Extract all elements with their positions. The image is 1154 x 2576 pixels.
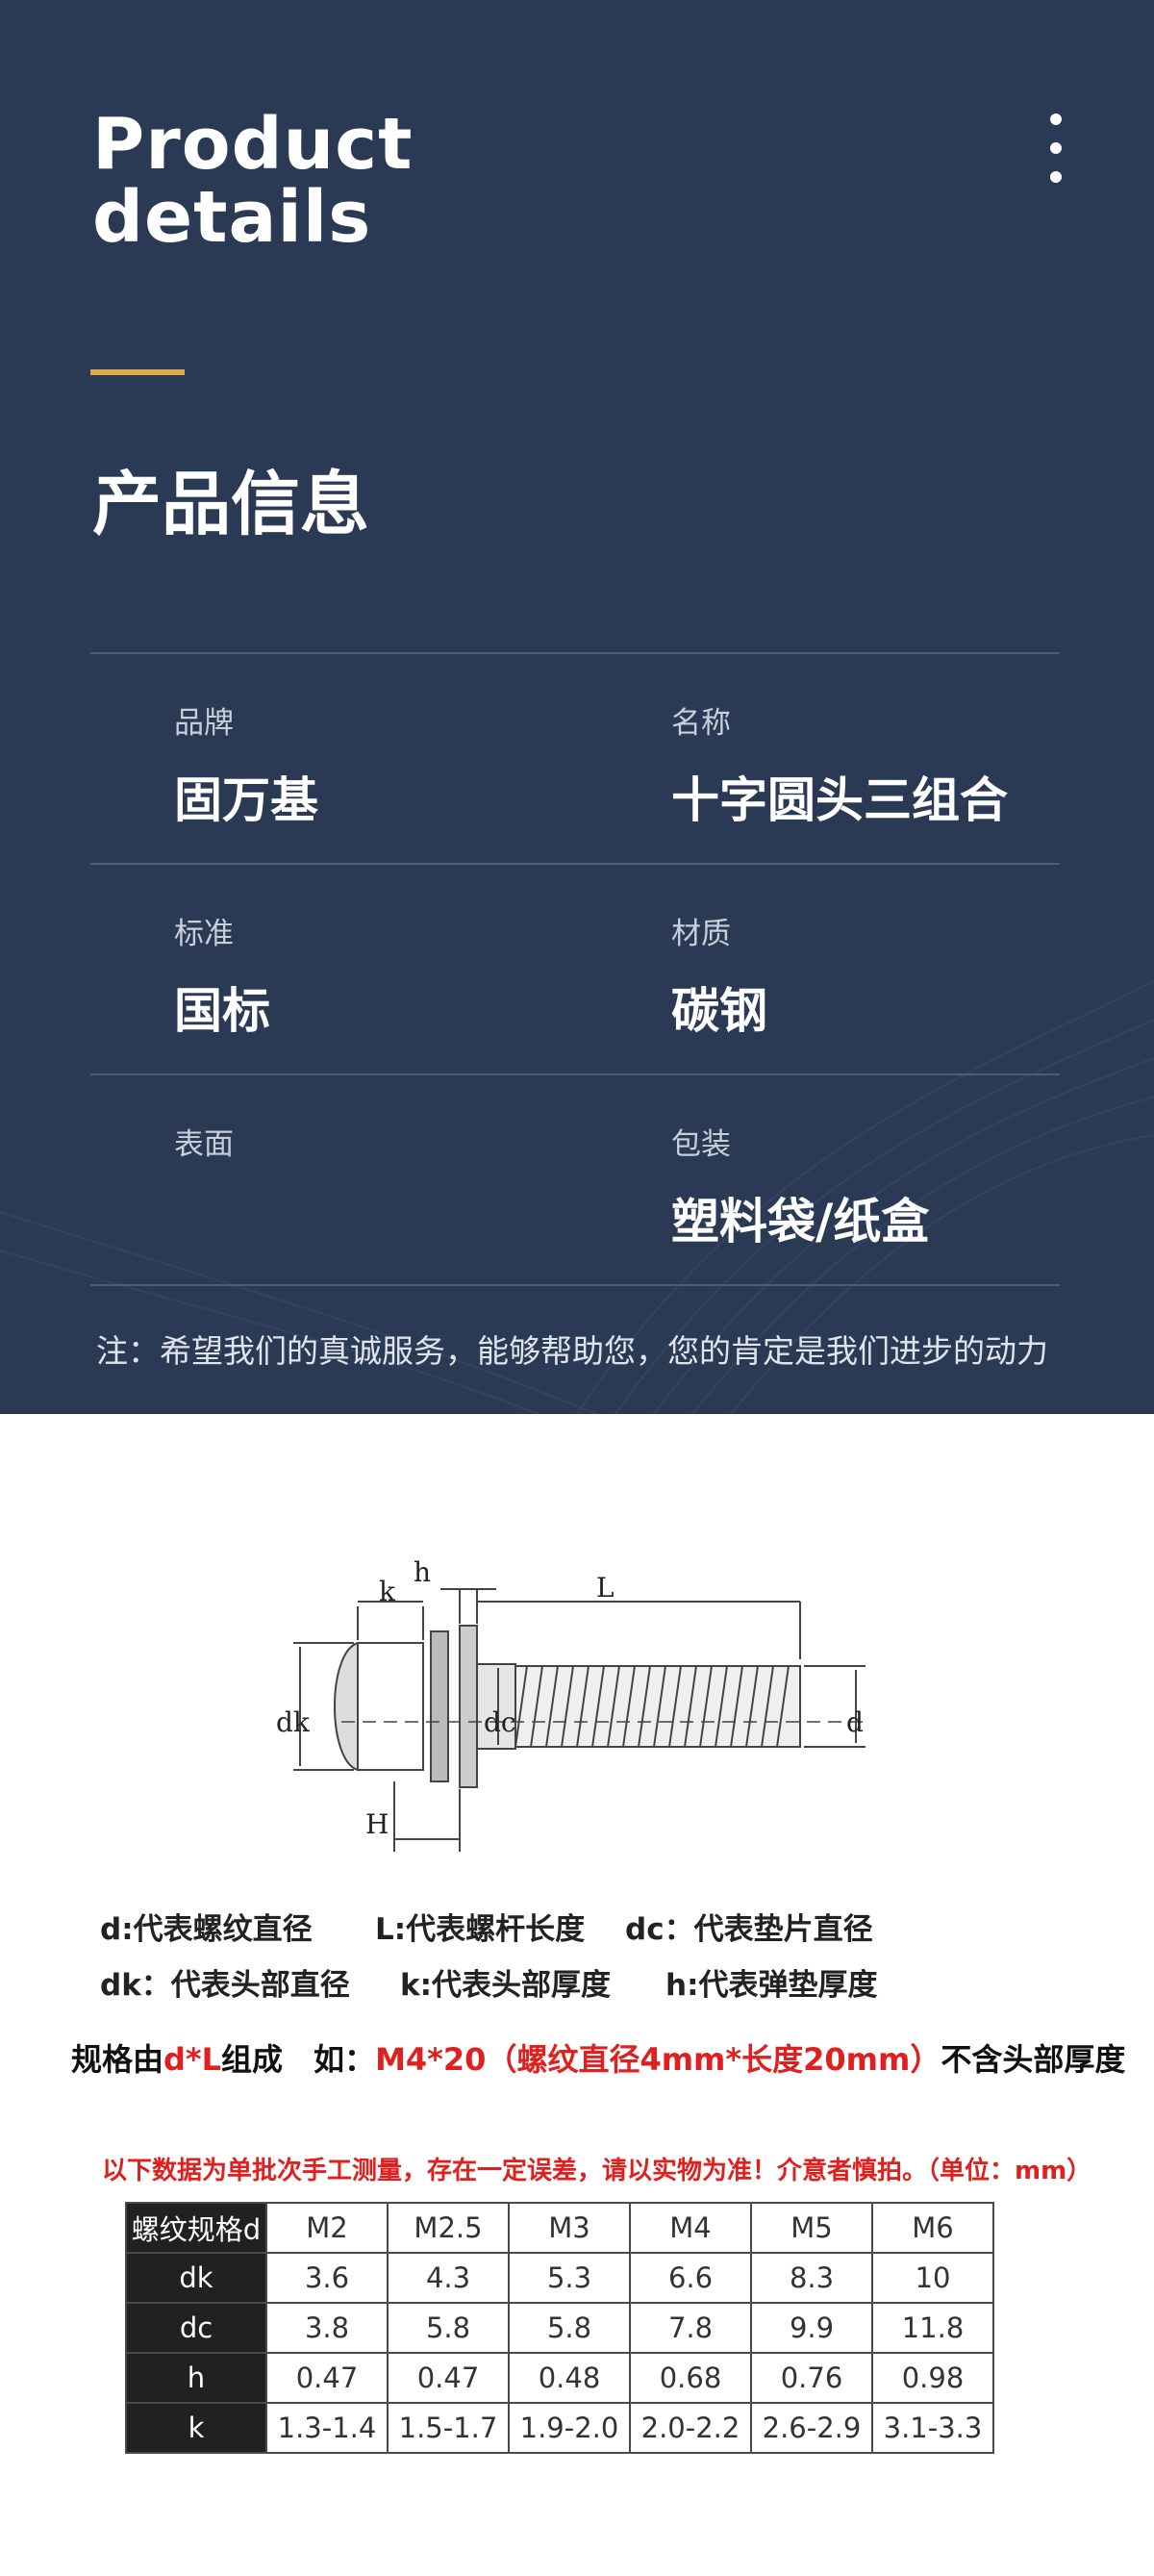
- row-label: h: [125, 2352, 267, 2404]
- spec-example: 规格由d*L组成 如：M4*20（螺纹直径4mm*长度20mm）不含头部厚度: [71, 2035, 1125, 2080]
- wave-background: [0, 0, 1154, 1414]
- info-label: 品牌: [174, 706, 234, 741]
- info-row: 品牌 固万基 名称 十字圆头三组合: [90, 652, 1060, 863]
- table-cell: 9.9: [750, 2302, 873, 2354]
- measurement-disclaimer: 以下数据为单批次手工测量，存在一定误差，请以实物为准！介意者慎拍。（单位：mm）: [102, 2157, 1092, 2185]
- page-title-cn: 产品信息: [92, 464, 370, 544]
- table-cell: 5.3: [508, 2252, 631, 2304]
- dimension-legend: d:代表螺纹直径 L:代表螺杆长度 dc：代表垫片直径 dk：代表头部直径 k:…: [0, 1885, 1154, 2078]
- spring-washer: [430, 1630, 449, 1782]
- table-cell: 0.47: [265, 2352, 389, 2404]
- info-value: 国标: [174, 983, 270, 1039]
- table-row: dk 3.6 4.3 5.3 6.6 8.3 10: [125, 2252, 994, 2304]
- table-row: h 0.47 0.47 0.48 0.68 0.76 0.98: [125, 2352, 994, 2404]
- service-note: 注：希望我们的真诚服务，能够帮助您，您的肯定是我们进步的动力: [96, 1332, 1048, 1370]
- info-row: 表面 包装 塑料袋/纸盒: [90, 1073, 1060, 1286]
- table-cell: 2.6-2.9: [750, 2402, 873, 2454]
- legend-h: h:代表弹垫厚度: [665, 1968, 878, 2003]
- accent-divider: [90, 369, 185, 375]
- info-row: 标准 国标 材质 碳钢: [90, 863, 1060, 1073]
- table-cell: 5.8: [387, 2302, 510, 2354]
- table-header-cell: M3: [508, 2202, 631, 2254]
- table-header-cell: M2.5: [387, 2202, 510, 2254]
- table-cell: 2.0-2.2: [629, 2402, 752, 2454]
- table-cell: 5.8: [508, 2302, 631, 2354]
- more-vertical-icon[interactable]: [1039, 114, 1073, 183]
- legend-dc: dc：代表垫片直径: [625, 1912, 873, 1947]
- thread-lines: [514, 1665, 790, 1748]
- table-cell: 1.5-1.7: [387, 2402, 510, 2454]
- info-value: 塑料袋/纸盒: [671, 1194, 930, 1250]
- table-header-cell: M5: [750, 2202, 873, 2254]
- table-cell: 11.8: [871, 2302, 994, 2354]
- example-middle: 组成 如：: [221, 2041, 376, 2078]
- info-label: 包装: [671, 1127, 731, 1162]
- legend-d: d:代表螺纹直径: [100, 1912, 313, 1947]
- info-label: 标准: [174, 917, 234, 951]
- table-cell: 6.6: [629, 2252, 752, 2304]
- table-cell: 1.9-2.0: [508, 2402, 631, 2454]
- title-line-1: Product: [92, 103, 414, 186]
- table-row: dc 3.8 5.8 5.8 7.8 9.9 11.8: [125, 2302, 994, 2354]
- table-cell: 7.8: [629, 2302, 752, 2354]
- legend-dk: dk：代表头部直径: [100, 1968, 350, 2003]
- info-value: 碳钢: [671, 983, 767, 1039]
- info-label: 表面: [174, 1127, 234, 1162]
- example-suffix: 不含头部厚度: [941, 2041, 1126, 2078]
- screw-dimension-diagram: k h L dk dc d H: [276, 1556, 866, 1852]
- table-header-cell: M4: [629, 2202, 752, 2254]
- spec-table: 螺纹规格d M2 M2.5 M3 M4 M5 M6 dk 3.6 4.3 5.3…: [125, 2202, 994, 2454]
- label-L: L: [596, 1572, 615, 1604]
- table-cell: 0.68: [629, 2352, 752, 2404]
- row-label: dk: [125, 2252, 267, 2304]
- table-cell: 10: [871, 2252, 994, 2304]
- screw-head: [334, 1641, 359, 1772]
- label-h: h: [414, 1556, 431, 1588]
- example-spec: d*L: [163, 2041, 222, 2078]
- label-k: k: [379, 1576, 396, 1607]
- table-cell: 1.3-1.4: [265, 2402, 389, 2454]
- example-sample: M4*20（螺纹直径4mm*长度20mm）: [375, 2041, 941, 2078]
- product-info-grid: 品牌 固万基 名称 十字圆头三组合 标准 国标 材质 碳钢 表面: [90, 652, 1060, 1286]
- label-d: d: [846, 1706, 864, 1738]
- legend-L: L:代表螺杆长度: [375, 1912, 586, 1947]
- table-cell: 0.98: [871, 2352, 994, 2404]
- table-cell: 8.3: [750, 2252, 873, 2304]
- info-value: 十字圆头三组合: [671, 772, 1008, 828]
- table-cell: 4.3: [387, 2252, 510, 2304]
- table-row: k 1.3-1.4 1.5-1.7 1.9-2.0 2.0-2.2 2.6-2.…: [125, 2402, 994, 2454]
- info-label: 材质: [671, 917, 731, 951]
- legend-k: k:代表头部厚度: [400, 1968, 612, 2003]
- page-title-en: Product details: [92, 108, 413, 254]
- table-cell: 3.1-3.3: [871, 2402, 994, 2454]
- label-dk: dk: [276, 1706, 311, 1738]
- table-header-cell: M2: [265, 2202, 389, 2254]
- title-line-2: details: [92, 176, 372, 259]
- product-details-panel: Product details 产品信息 品牌 固万基 名称 十字圆头三组合 标…: [0, 0, 1154, 1414]
- table-cell: 0.48: [508, 2352, 631, 2404]
- info-label: 名称: [671, 706, 731, 741]
- label-H: H: [365, 1808, 389, 1840]
- table-cell: 3.6: [265, 2252, 389, 2304]
- table-header-row: 螺纹规格d M2 M2.5 M3 M4 M5 M6: [125, 2202, 994, 2254]
- row-label: k: [125, 2402, 267, 2454]
- table-cell: 0.76: [750, 2352, 873, 2404]
- label-dc: dc: [484, 1706, 516, 1738]
- table-header-cell: M6: [871, 2202, 994, 2254]
- screw-shank: [476, 1663, 516, 1750]
- info-value: 固万基: [174, 772, 318, 828]
- example-prefix: 规格由: [71, 2041, 164, 2078]
- screw-thread: [514, 1665, 801, 1748]
- table-cell: 3.8: [265, 2302, 389, 2354]
- table-cell: 0.47: [387, 2352, 510, 2404]
- row-label: dc: [125, 2302, 267, 2354]
- table-header-cell: 螺纹规格d: [125, 2202, 267, 2254]
- flat-washer: [459, 1625, 478, 1788]
